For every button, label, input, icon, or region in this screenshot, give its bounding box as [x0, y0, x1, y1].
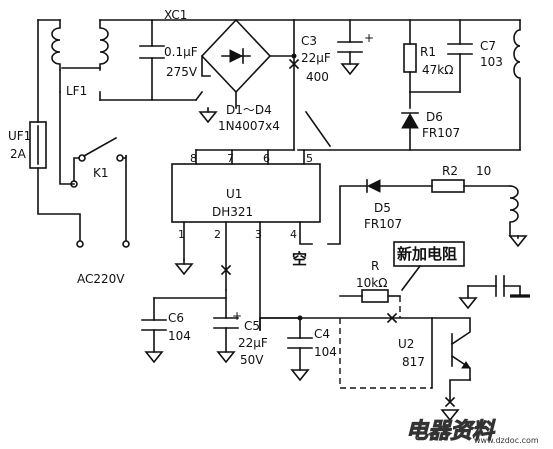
watermark-logo: 电器资料 [406, 419, 496, 444]
ac-label: AC220V [77, 272, 125, 286]
d5-part: FR107 [364, 217, 402, 231]
inductor-lf1 [51, 19, 109, 93]
c3-plus: + [364, 31, 374, 45]
c3-value: 22μF [301, 51, 331, 65]
pin1-label: 1 [178, 228, 185, 241]
r1-value: 47kΩ [422, 63, 453, 77]
xc1-voltage: 275V [166, 65, 198, 79]
bridge-part: 1N4007x4 [218, 119, 280, 133]
secondary-section [327, 179, 528, 248]
watermark-url: www.dzdoc.com [474, 436, 539, 445]
capacitor-xc1 [139, 45, 165, 59]
uf1-value: 2A [10, 147, 27, 161]
lf1-label: LF1 [66, 84, 87, 98]
pin5-label: 5 [306, 152, 313, 165]
switch-k1 [70, 136, 127, 188]
c5-value: 22μF [238, 336, 268, 350]
c5-name: C5 [244, 319, 260, 333]
u2-part: 817 [402, 355, 425, 369]
d6-name: D6 [426, 110, 443, 124]
c4-name: C4 [314, 327, 330, 341]
bridge-rectifier [194, 18, 295, 124]
c6-name: C6 [168, 311, 184, 325]
ic-u1 [171, 149, 321, 331]
pin3-label: 3 [255, 228, 262, 241]
c4-value: 104 [314, 345, 337, 359]
pin8-label: 8 [190, 152, 197, 165]
c3-name: C3 [301, 34, 317, 48]
pin6-label: 6 [263, 152, 270, 165]
r2-value: 10 [476, 164, 491, 178]
uf1-label: UF1 [8, 129, 31, 143]
pin2-label: 2 [214, 228, 221, 241]
watermark: 电器资料 www.dzdoc.com [406, 419, 539, 445]
hv-section [288, 19, 521, 151]
c7-name: C7 [480, 39, 496, 53]
c5-plus: + [232, 309, 242, 323]
c6-value: 104 [168, 329, 191, 343]
pin1-ground [174, 259, 194, 276]
d5-name: D5 [374, 201, 391, 215]
bridge-label: D1～D4 [226, 103, 272, 117]
pin7-label: 7 [227, 152, 234, 165]
input-wiring [37, 19, 237, 241]
ac-terminals [76, 240, 130, 248]
pin4-label: 4 [290, 228, 297, 241]
c3-voltage: 400 [306, 70, 329, 84]
pin4-empty-label: 空 [292, 250, 307, 268]
u1-name: U1 [226, 187, 242, 201]
u1-part: DH321 [212, 205, 253, 219]
d6-part: FR107 [422, 126, 460, 140]
c7-value: 103 [480, 55, 503, 69]
pin5-link [304, 110, 332, 148]
xc1-name: XC1 [164, 8, 187, 22]
r-name: R [371, 259, 379, 273]
xc1-value: 0.1μF [164, 45, 198, 59]
optocoupler-u2 [339, 296, 471, 422]
fuse-uf1 [29, 121, 47, 169]
new-resistor-r [339, 241, 465, 303]
feedback-capacitor [458, 275, 530, 310]
k1-label: K1 [93, 166, 109, 180]
new-resistor-label: 新加电阻 [397, 245, 457, 263]
pin2-cut-marker [220, 264, 232, 276]
c5-voltage: 50V [240, 353, 264, 367]
u2-name: U2 [398, 337, 414, 351]
r1-name: R1 [420, 45, 436, 59]
lower-bus [141, 289, 433, 382]
r-value: 10kΩ [356, 276, 387, 290]
r2-name: R2 [442, 164, 458, 178]
